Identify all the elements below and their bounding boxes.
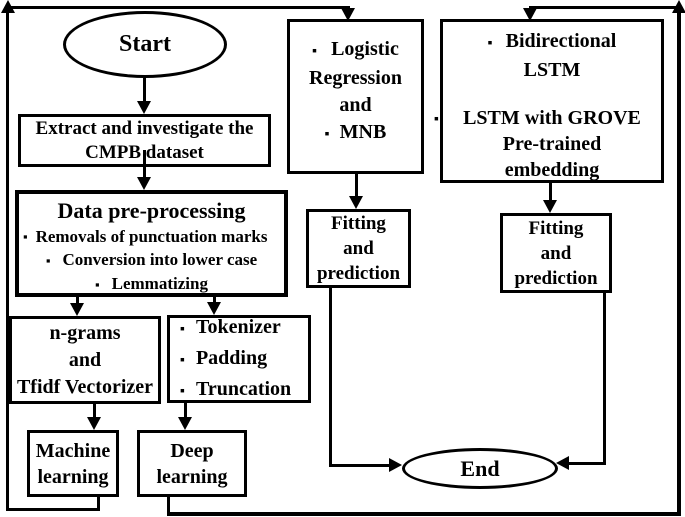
lstm-line: Bidirectional — [505, 30, 617, 52]
fitting1-line: and — [343, 238, 374, 259]
bullet-icon: ▪ — [312, 44, 318, 59]
arrowhead-start-extract — [137, 101, 151, 114]
node-start: Start — [63, 11, 227, 78]
edge-dl-feedback-drop — [167, 497, 170, 515]
logistic-line: Logistic — [331, 38, 399, 60]
ngrams-line: Tfidf Vectorizer — [16, 375, 154, 398]
fitting1-line: prediction — [316, 263, 401, 284]
arrowhead-ngrams-ml — [87, 417, 101, 430]
bullet-icon: ▪ — [180, 352, 185, 368]
arrowhead-preprocess-ngrams — [70, 303, 84, 316]
edge-dl-feedback-bottom — [167, 512, 681, 516]
start-label: Start — [119, 31, 171, 57]
node-deep-learning: Deep learning — [137, 430, 247, 497]
ngrams-line: and — [68, 348, 102, 371]
bullet-icon: ▪ — [180, 383, 185, 399]
edge-logistic-fitting1 — [355, 174, 358, 198]
ngrams-line: n-grams — [49, 321, 121, 344]
logistic-line: Regression — [309, 67, 402, 89]
tokenizer-bullet-item: Truncation — [195, 377, 292, 400]
arrowhead-fitting2-end — [556, 456, 569, 470]
ml-line: Machine — [35, 439, 111, 462]
edge-lstm-fitting2 — [549, 183, 552, 202]
edge-fitting2-end-v — [603, 293, 606, 465]
ml-line: learning — [37, 465, 109, 488]
bullet-icon: ▪ — [45, 253, 51, 268]
fitting2-line: and — [540, 242, 572, 264]
edge-extract-preprocess — [143, 150, 146, 180]
bullet-icon: ▪ — [434, 112, 439, 127]
lstm-line: LSTM — [523, 59, 581, 81]
preprocess-bullet-item: Removals of punctuation marks — [35, 227, 268, 246]
logistic-line: and — [339, 94, 372, 116]
arrowhead-extract-preprocess — [137, 177, 151, 190]
node-logistic-mnb: ▪ Logistic Regression and ▪ MNB — [287, 19, 424, 174]
end-label: End — [460, 455, 500, 481]
arrowhead-preprocess-tokenizer — [207, 302, 221, 315]
edge-dl-feedback-top — [529, 6, 679, 9]
dl-line: Deep — [170, 439, 214, 462]
arrowhead-ml-feedback-up — [1, 0, 15, 13]
tokenizer-bullet-item: Tokenizer — [195, 315, 281, 338]
arrowhead-lstm-fitting2 — [543, 200, 557, 213]
edge-tokenizer-dl — [184, 403, 187, 420]
node-preprocessing: Data pre-processing ▪ Removals of punctu… — [15, 190, 288, 297]
node-tokenizer-padding: ▪ Tokenizer ▪ Padding ▪ Truncation — [167, 315, 311, 403]
arrowhead-fitting1-end — [389, 458, 402, 472]
bullet-icon: ▪ — [487, 36, 493, 51]
fitting2-line: Fitting — [528, 217, 584, 239]
edge-ml-feedback-drop — [97, 497, 100, 511]
edge-ngrams-ml — [93, 404, 96, 420]
preprocess-bullet-item: Conversion into lower case — [62, 250, 258, 269]
arrowhead-dl-feedback-lstm — [523, 8, 537, 21]
edge-ml-feedback-top — [6, 6, 350, 9]
fitting1-line: Fitting — [331, 213, 386, 234]
extract-line: Extract and investigate the — [35, 117, 254, 139]
preprocess-title: Data pre-processing — [57, 198, 246, 223]
edge-fitting1-end-v — [329, 288, 332, 467]
arrowhead-tokenizer-dl — [178, 417, 192, 430]
edge-preprocess-tokenizer — [213, 297, 216, 306]
dl-line: learning — [156, 465, 228, 488]
edge-dl-feedback-right — [677, 10, 681, 514]
edge-ml-feedback-left — [6, 10, 9, 511]
tokenizer-bullet-item: Padding — [195, 346, 268, 369]
logistic-line: MNB — [339, 121, 387, 143]
edge-fitting1-end-h — [329, 464, 391, 467]
arrowhead-ml-feedback-logistic — [341, 8, 355, 21]
bullet-icon: ▪ — [180, 321, 185, 337]
node-fitting-prediction-2: Fitting and prediction — [500, 213, 612, 293]
arrowhead-dl-feedback-up — [672, 0, 685, 13]
node-bidirectional-lstm: ▪ Bidirectional LSTM ▪ LSTM with GROVE Pr… — [434, 19, 664, 183]
edge-start-extract — [143, 78, 146, 106]
bullet-icon: ▪ — [95, 277, 100, 292]
lstm-line: embedding — [504, 159, 600, 181]
edge-preprocess-ngrams — [76, 297, 79, 307]
node-end: End — [402, 448, 558, 489]
preprocess-bullet-item: Lemmatizing — [111, 274, 208, 293]
arrowhead-logistic-fitting1 — [349, 196, 363, 209]
bullet-icon: ▪ — [23, 229, 28, 244]
node-fitting-prediction-1: Fitting and prediction — [306, 209, 411, 288]
bullet-icon: ▪ — [324, 127, 330, 142]
edge-fitting2-end-h — [568, 462, 606, 465]
lstm-line: LSTM with GROVE — [463, 107, 641, 129]
node-machine-learning: Machine learning — [27, 430, 119, 497]
lstm-line: Pre-trained — [502, 133, 602, 155]
node-ngrams-tfidf: n-grams and Tfidf Vectorizer — [9, 316, 161, 404]
edge-ml-feedback-bottom — [6, 508, 100, 511]
fitting2-line: prediction — [514, 267, 598, 289]
